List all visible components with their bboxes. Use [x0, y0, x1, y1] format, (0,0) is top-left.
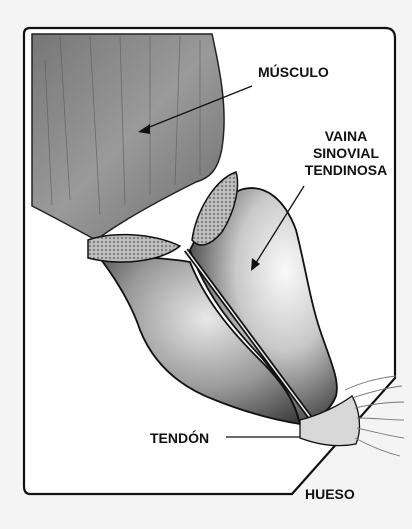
label-vaina-line1: VAINA: [296, 128, 396, 145]
label-vaina-sinovial-tendinosa: VAINA SINOVIAL TENDINOSA: [296, 128, 396, 179]
label-vaina-line2: SINOVIAL: [296, 145, 396, 162]
label-vaina-line3: TENDINOSA: [296, 162, 396, 179]
label-hueso: HUESO: [305, 486, 355, 503]
label-tendon: TENDÓN: [150, 430, 209, 447]
label-musculo: MÚSCULO: [258, 64, 329, 81]
